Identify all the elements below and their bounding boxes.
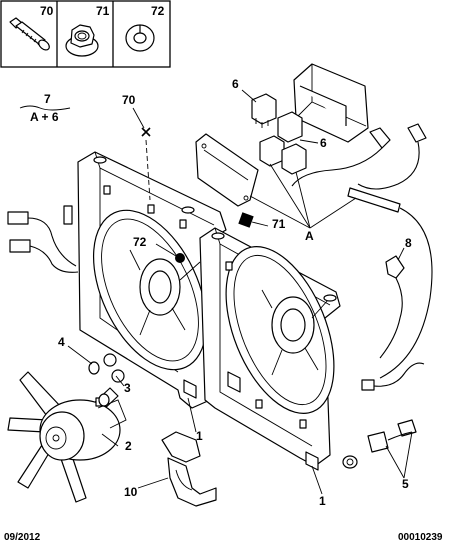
left-wiring-connectors	[7, 205, 79, 273]
bolt-position-marker	[141, 127, 151, 201]
header-ref-72: 72	[151, 4, 165, 18]
fan-shroud-left	[77, 151, 227, 409]
footer: 09/2012 00010239	[4, 532, 443, 543]
right-harness-connectors	[342, 255, 425, 469]
leader-lines	[67, 89, 413, 495]
relay-modules	[251, 93, 307, 175]
callout-5: 5	[402, 477, 409, 491]
header-ref-71: 71	[96, 4, 110, 18]
group-reference: 7 A + 6	[19, 92, 71, 124]
footer-code: 00010239	[398, 532, 443, 543]
callout-70: 70	[122, 93, 136, 107]
callout-2: 2	[125, 439, 132, 453]
bolt-icon	[9, 17, 50, 51]
fan-shroud-right	[199, 227, 341, 471]
callout-4: 4	[58, 335, 65, 349]
clamp-bracket	[161, 431, 217, 507]
callout-72: 72	[133, 235, 147, 249]
header-ref-70: 70	[40, 4, 54, 18]
callout-3: 3	[124, 381, 131, 395]
flange-nut-icon	[65, 24, 99, 57]
callout-6-lower: 6	[320, 136, 327, 150]
grommet-parts	[88, 353, 125, 407]
item-markers	[175, 212, 254, 263]
callout-1-left: 1	[196, 429, 203, 443]
callout-71: 71	[272, 217, 286, 231]
fan-motor-assembly	[7, 371, 127, 503]
callout-labels: 70 6 6 71 A 72 8 4 3 2 1 1 10 5	[58, 77, 412, 508]
callout-10: 10	[124, 485, 138, 499]
relay-control-box	[293, 63, 369, 143]
footer-date: 09/2012	[4, 532, 41, 543]
callout-A: A	[305, 229, 314, 243]
header-parts-table: 70 71 72	[0, 0, 171, 68]
callout-6-upper: 6	[232, 77, 239, 91]
group-ref-formula: A + 6	[30, 110, 59, 124]
group-ref-number: 7	[44, 92, 51, 106]
washer-icon	[125, 24, 155, 52]
callout-8: 8	[405, 236, 412, 250]
callout-1-right: 1	[319, 494, 326, 508]
sensor-cable	[291, 123, 433, 379]
control-module-plate	[195, 133, 259, 207]
